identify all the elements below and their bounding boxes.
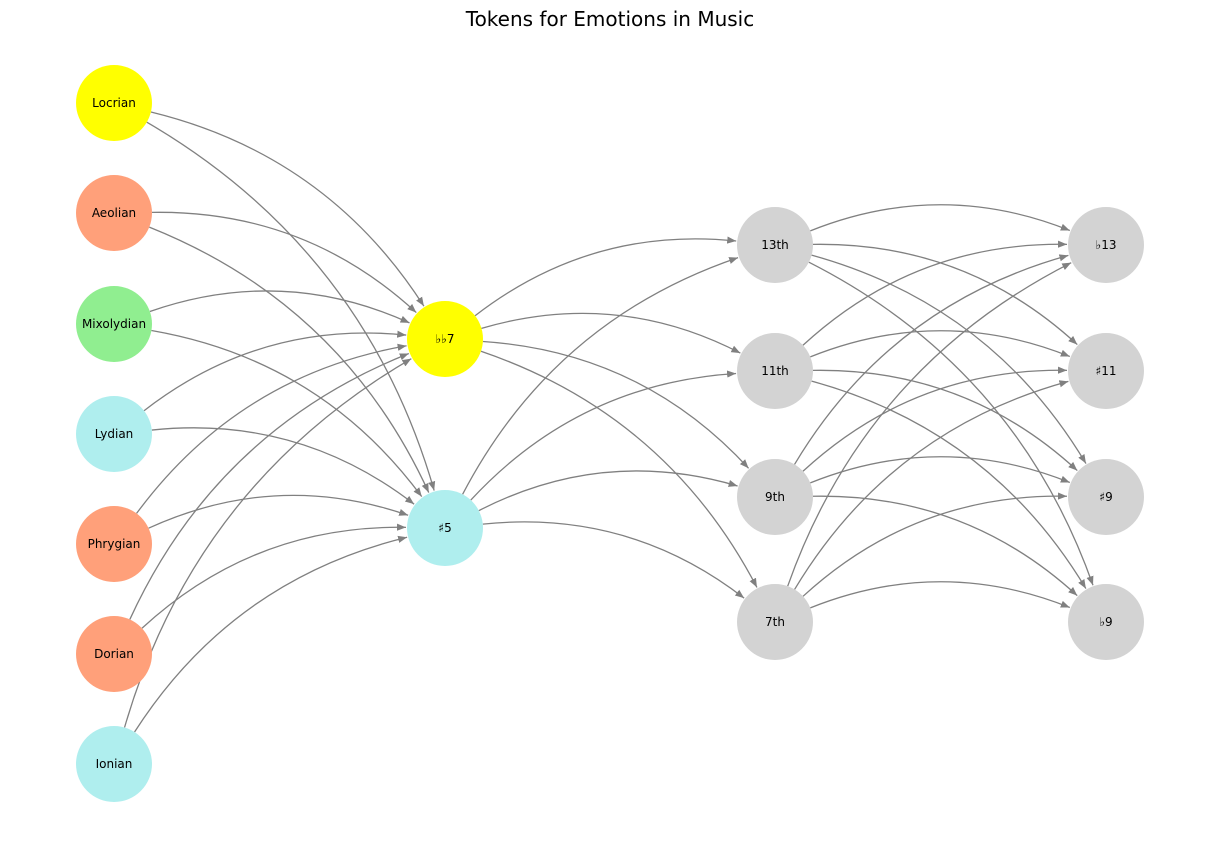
- edge-mixolydian-to-bb7: [149, 290, 410, 324]
- node-label-b9: ♭9: [1099, 615, 1112, 629]
- node-label-9th: 9th: [765, 490, 785, 504]
- node-label-ionian: Ionian: [96, 757, 133, 771]
- node-locrian: Locrian: [76, 65, 152, 141]
- edge-7th-to-s11: [794, 380, 1069, 590]
- edge-13th-to-b13: [810, 204, 1071, 232]
- edge-13th-to-b9: [808, 261, 1094, 586]
- node-label-bb7: ♭♭7: [436, 332, 455, 346]
- edge-aeolian-to-s5: [149, 226, 430, 493]
- node-circle-11th: [737, 333, 813, 409]
- node-circle-phrygian: [76, 506, 152, 582]
- node-s9: ♯9: [1068, 459, 1144, 535]
- node-circle-ionian: [76, 726, 152, 802]
- edge-13th-to-s11: [812, 243, 1078, 346]
- edge-7th-to-b13: [787, 262, 1072, 587]
- edge-bb7-to-13th: [474, 236, 737, 317]
- node-label-11th: 11th: [761, 364, 789, 378]
- node-circle-9th: [737, 459, 813, 535]
- node-label-locrian: Locrian: [92, 96, 136, 110]
- node-circle-s9: [1068, 459, 1144, 535]
- node-label-13th: 13th: [761, 238, 789, 252]
- node-circle-7th: [737, 584, 813, 660]
- node-phrygian: Phrygian: [76, 506, 152, 582]
- edge-locrian-to-bb7: [150, 111, 425, 307]
- node-circle-s5: [407, 490, 483, 566]
- edge-mixolydian-to-s5: [151, 329, 423, 498]
- edge-ionian-to-bb7: [123, 358, 412, 728]
- node-circle-13th: [737, 207, 813, 283]
- node-circle-b13: [1068, 207, 1144, 283]
- node-circle-b9: [1068, 584, 1144, 660]
- node-circle-dorian: [76, 616, 152, 692]
- edge-s5-to-13th: [462, 256, 739, 495]
- node-label-mixolydian: Mixolydian: [82, 317, 146, 331]
- edge-11th-to-s9: [812, 369, 1078, 472]
- node-label-b13: ♭13: [1096, 238, 1117, 252]
- node-circle-lydian: [76, 396, 152, 472]
- node-ionian: Ionian: [76, 726, 152, 802]
- node-11th: 11th: [737, 333, 813, 409]
- node-layer: LocrianAeolianMixolydianLydianPhrygianDo…: [76, 65, 1144, 802]
- node-s11: ♯11: [1068, 333, 1144, 409]
- node-circle-mixolydian: [76, 286, 152, 362]
- node-b9: ♭9: [1068, 584, 1144, 660]
- edge-9th-to-b9: [812, 495, 1078, 597]
- edge-11th-to-s11: [810, 330, 1071, 358]
- node-7th: 7th: [737, 584, 813, 660]
- edge-s5-to-11th: [470, 370, 737, 501]
- edge-7th-to-s9: [802, 492, 1068, 597]
- edge-9th-to-s11: [802, 366, 1068, 472]
- node-circle-s11: [1068, 333, 1144, 409]
- node-dorian: Dorian: [76, 616, 152, 692]
- edge-lydian-to-bb7: [143, 330, 407, 412]
- edge-9th-to-b13: [793, 254, 1069, 465]
- diagram-title: Tokens for Emotions in Music: [465, 7, 754, 31]
- node-circle-locrian: [76, 65, 152, 141]
- node-9th: 9th: [737, 459, 813, 535]
- edge-bb7-to-7th: [480, 350, 758, 588]
- node-lydian: Lydian: [76, 396, 152, 472]
- node-mixolydian: Mixolydian: [76, 286, 152, 362]
- node-b13: ♭13: [1068, 207, 1144, 283]
- edge-dorian-to-s5: [141, 523, 407, 629]
- node-label-dorian: Dorian: [94, 647, 134, 661]
- edge-bb7-to-11th: [481, 312, 741, 354]
- edge-phrygian-to-bb7: [136, 343, 407, 514]
- edge-dorian-to-bb7: [129, 352, 410, 620]
- node-label-phrygian: Phrygian: [88, 537, 141, 551]
- node-label-s9: ♯9: [1099, 490, 1112, 504]
- node-circle-aeolian: [76, 175, 152, 251]
- node-s5: ♯5: [407, 490, 483, 566]
- node-label-lydian: Lydian: [95, 427, 134, 441]
- node-bb7: ♭♭7: [407, 301, 483, 377]
- node-label-aeolian: Aeolian: [92, 206, 136, 220]
- node-13th: 13th: [737, 207, 813, 283]
- edge-s5-to-7th: [482, 521, 745, 599]
- edge-7th-to-b9: [810, 581, 1071, 609]
- edge-layer: [123, 111, 1094, 733]
- edge-9th-to-s9: [810, 456, 1071, 484]
- edge-ionian-to-s5: [133, 535, 408, 733]
- edge-lydian-to-s5: [151, 427, 415, 505]
- node-label-7th: 7th: [765, 615, 785, 629]
- edge-11th-to-b13: [802, 240, 1068, 346]
- node-aeolian: Aeolian: [76, 175, 152, 251]
- node-circle-bb7: [407, 301, 483, 377]
- edge-phrygian-to-s5: [148, 494, 409, 529]
- edge-bb7-to-9th: [482, 340, 750, 469]
- node-label-s5: ♯5: [438, 521, 451, 535]
- edge-s5-to-9th: [478, 470, 738, 512]
- edge-locrian-to-s5: [146, 121, 436, 491]
- edge-aeolian-to-bb7: [151, 211, 417, 314]
- node-label-s11: ♯11: [1095, 364, 1116, 378]
